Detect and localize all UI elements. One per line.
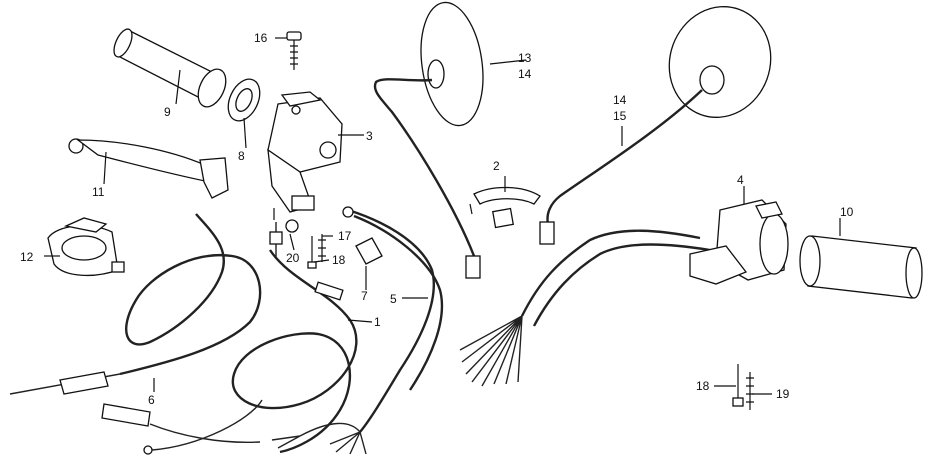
right-grip — [799, 235, 923, 299]
clip-7 — [355, 237, 383, 265]
callout-17: 17 — [338, 229, 352, 243]
callout-18-left: 18 — [332, 253, 346, 267]
callout-5: 5 — [390, 292, 397, 306]
left-grip — [113, 28, 261, 122]
callout-2: 2 — [493, 159, 500, 173]
callout-19: 19 — [776, 387, 790, 401]
callout-1: 1 — [374, 315, 381, 329]
callout-7: 7 — [361, 289, 368, 303]
callout-11: 11 — [92, 185, 105, 199]
screws-18-19 — [732, 364, 754, 410]
fittings — [269, 208, 299, 245]
callout-14-left: 14 — [518, 67, 532, 81]
leader-lines — [44, 37, 841, 395]
wire-harness-left — [271, 206, 444, 455]
right-switch-housing — [689, 199, 789, 285]
callout-3: 3 — [366, 129, 373, 143]
callout-12: 12 — [20, 250, 34, 264]
callout-10: 10 — [840, 205, 854, 219]
callout-labels: 16 9 8 3 11 12 13 14 2 14 15 4 10 17 18 … — [20, 31, 854, 407]
screws-17-18 — [307, 234, 326, 269]
callout-9: 9 — [164, 105, 171, 119]
callout-14-right: 14 — [613, 93, 627, 107]
clutch-lever — [68, 138, 229, 199]
callout-16: 16 — [254, 31, 268, 45]
callout-8: 8 — [238, 149, 245, 163]
left-switch-housing — [267, 91, 343, 213]
callout-4: 4 — [737, 173, 744, 187]
callout-18-right: 18 — [696, 379, 710, 393]
callout-20: 20 — [286, 251, 300, 265]
right-mirror — [539, 6, 772, 245]
band-2 — [469, 186, 541, 229]
callout-6: 6 — [148, 393, 155, 407]
callout-15: 15 — [613, 109, 627, 123]
wire-harness-right — [459, 229, 711, 387]
clutch-cable — [9, 213, 263, 455]
screw-16 — [286, 31, 302, 70]
left-mirror — [373, 1, 484, 279]
callout-13: 13 — [518, 51, 532, 65]
lever-bracket — [47, 217, 125, 277]
